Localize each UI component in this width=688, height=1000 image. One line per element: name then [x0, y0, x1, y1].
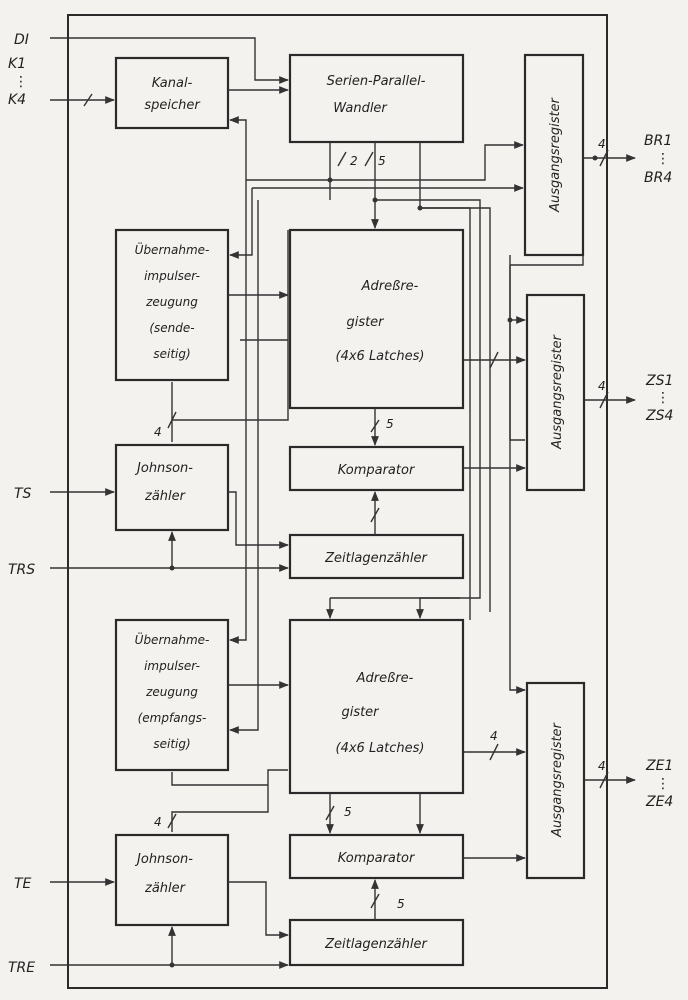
- svg-text:zähler: zähler: [144, 881, 187, 896]
- komparator-1-block: Komparator: [288, 445, 465, 492]
- ausgangsregister-zs-block: Ausgangsregister: [525, 293, 586, 492]
- uebernahme-sende-block: Übernahme- impulser- zeugung (sende- sei…: [114, 228, 230, 382]
- outer-frame: [67, 14, 608, 989]
- serien-parallel-wandler-block: Serien-Parallel- Wandler: [288, 53, 465, 144]
- svg-text:5: 5: [344, 805, 352, 819]
- komparator-2-block: Komparator: [288, 833, 465, 880]
- svg-text:⋮: ⋮: [656, 776, 670, 792]
- svg-text:(empfangs-: (empfangs-: [138, 711, 207, 725]
- svg-text:DI: DI: [14, 32, 29, 48]
- zeitlagenzaehler-2-block: Zeitlagenzähler: [288, 918, 465, 967]
- svg-text:ZS4: ZS4: [645, 408, 673, 424]
- svg-text:ZS1: ZS1: [645, 373, 673, 389]
- svg-text:Komparator: Komparator: [338, 851, 416, 866]
- svg-text:Wandler: Wandler: [333, 101, 388, 116]
- svg-text:Serien-Parallel-: Serien-Parallel-: [327, 74, 426, 89]
- kanalspeicher-block: Kanal- speicher: [114, 56, 230, 130]
- svg-text:gister: gister: [341, 705, 380, 720]
- svg-text:(4x6 Latches): (4x6 Latches): [336, 741, 425, 756]
- svg-text:Adreßre-: Adreßre-: [361, 279, 419, 294]
- svg-text:zeugung: zeugung: [145, 295, 198, 309]
- svg-text:TRE: TRE: [8, 960, 35, 976]
- svg-text:speicher: speicher: [144, 98, 201, 113]
- svg-text:⋮: ⋮: [14, 74, 28, 90]
- svg-text:K4: K4: [8, 92, 26, 108]
- svg-text:ZE4: ZE4: [645, 794, 673, 810]
- svg-text:Zeitlagenzähler: Zeitlagenzähler: [324, 937, 428, 952]
- output-labels: BR1 ⋮ BR4 ZS1 ⋮ ZS4 ZE1 ⋮ ZE4: [644, 133, 673, 810]
- svg-text:(4x6 Latches): (4x6 Latches): [336, 349, 425, 364]
- svg-text:TS: TS: [14, 486, 32, 502]
- svg-text:2: 2: [350, 154, 358, 168]
- svg-text:Ausgangsregister: Ausgangsregister: [550, 721, 565, 837]
- svg-text:zähler: zähler: [144, 489, 187, 504]
- svg-text:⋮: ⋮: [656, 390, 670, 406]
- svg-text:Ausgangsregister: Ausgangsregister: [550, 333, 565, 449]
- svg-text:4: 4: [598, 137, 606, 151]
- svg-text:4: 4: [154, 815, 162, 829]
- svg-text:5: 5: [397, 897, 405, 911]
- svg-text:4: 4: [598, 759, 606, 773]
- bus-width-labels: 2 5 4 4 4 5 4 4 4 5 5: [154, 137, 606, 911]
- svg-text:Johnson-: Johnson-: [134, 461, 193, 476]
- svg-text:Ausgangsregister: Ausgangsregister: [548, 96, 563, 212]
- adressregister-2-block: Adreßre- gister (4x6 Latches): [288, 618, 465, 795]
- svg-text:BR1: BR1: [644, 133, 672, 149]
- svg-text:4: 4: [490, 729, 498, 743]
- ausgangsregister-ze-block: Ausgangsregister: [525, 681, 586, 880]
- svg-text:ZE1: ZE1: [645, 758, 673, 774]
- adressregister-1-block: Adreßre- gister (4x6 Latches): [288, 228, 465, 410]
- svg-text:impulser-: impulser-: [144, 659, 200, 673]
- svg-text:zeugung: zeugung: [145, 685, 198, 699]
- zeitlagenzaehler-1-block: Zeitlagenzähler: [288, 533, 465, 580]
- svg-text:5: 5: [378, 154, 386, 168]
- johnson-zaehler-1-block: Johnson- zähler: [114, 443, 230, 532]
- svg-text:Übernahme-: Übernahme-: [135, 241, 210, 257]
- svg-text:TE: TE: [14, 876, 32, 892]
- input-labels: DI K1 ⋮ K4 TS TRS TE TRE: [8, 32, 35, 976]
- ausgangsregister-br-block: Ausgangsregister: [523, 53, 585, 257]
- svg-text:4: 4: [598, 379, 606, 393]
- svg-text:impulser-: impulser-: [144, 269, 200, 283]
- uebernahme-empfang-block: Übernahme- impulser- zeugung (empfangs- …: [114, 618, 230, 772]
- svg-text:K1: K1: [8, 56, 26, 72]
- svg-text:Zeitlagenzähler: Zeitlagenzähler: [324, 551, 428, 566]
- svg-text:4: 4: [154, 425, 162, 439]
- svg-text:seitig): seitig): [153, 347, 190, 361]
- svg-text:Adreßre-: Adreßre-: [356, 671, 414, 686]
- johnson-zaehler-2-block: Johnson- zähler: [114, 833, 230, 927]
- svg-text:Johnson-: Johnson-: [134, 852, 193, 867]
- svg-text:BR4: BR4: [644, 170, 672, 186]
- svg-text:Übernahme-: Übernahme-: [135, 631, 210, 647]
- svg-text:Kanal-: Kanal-: [152, 76, 193, 91]
- svg-text:5: 5: [386, 417, 394, 431]
- svg-text:Komparator: Komparator: [338, 463, 416, 478]
- svg-text:TRS: TRS: [8, 562, 35, 578]
- svg-text:gister: gister: [346, 315, 385, 330]
- svg-text:(sende-: (sende-: [149, 321, 194, 335]
- svg-text:⋮: ⋮: [656, 151, 670, 167]
- wires: [50, 37, 636, 969]
- svg-text:seitig): seitig): [153, 737, 190, 751]
